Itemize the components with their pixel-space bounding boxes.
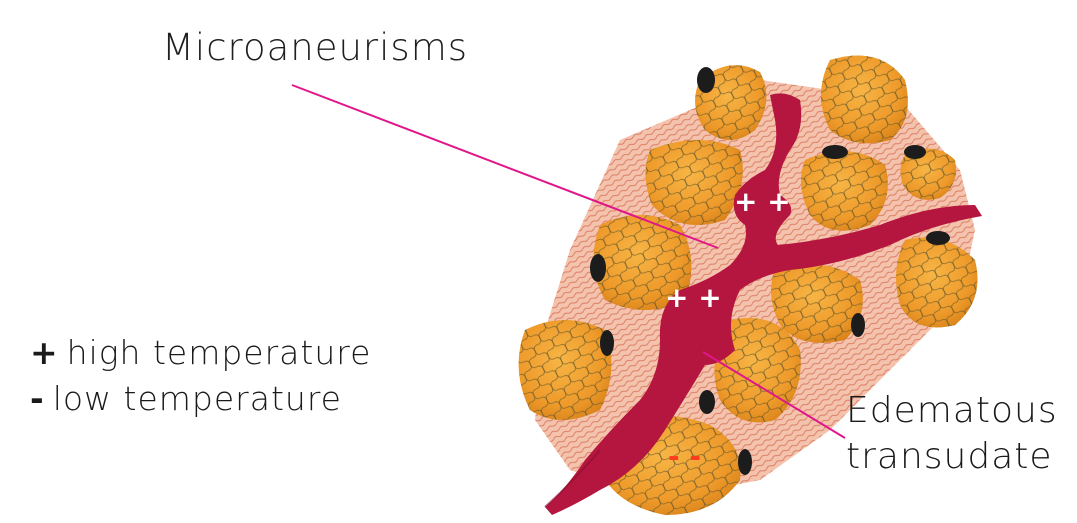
lower-minus-marks: - -: [668, 440, 701, 473]
cell: [695, 65, 766, 140]
nucleus: [699, 390, 715, 414]
legend-low-row: -low temperature: [30, 376, 371, 422]
legend-low-symbol: -: [30, 379, 45, 418]
cell: [519, 320, 614, 420]
legend-high-symbol: +: [30, 333, 59, 372]
cell: [645, 140, 742, 225]
nucleus: [926, 231, 950, 245]
microaneurisms-label: Microaneurisms: [162, 26, 468, 69]
edematous-transudate-label: Edematous transudate: [846, 388, 1058, 480]
middle-plus-marks: + +: [665, 281, 722, 314]
upper-plus-marks: + +: [734, 185, 791, 218]
nucleus: [600, 330, 614, 356]
nucleus: [738, 449, 752, 475]
cell: [900, 145, 956, 200]
cell: [821, 56, 908, 144]
legend-high-row: +high temperature: [30, 330, 371, 376]
edematous-line2: transudate: [846, 434, 1058, 480]
nucleus: [590, 254, 606, 282]
nucleus: [904, 145, 926, 159]
legend-high-text: high temperature: [67, 333, 372, 372]
nucleus: [697, 67, 715, 93]
legend-low-text: low temperature: [53, 379, 342, 418]
nucleus: [851, 313, 865, 337]
nucleus: [822, 145, 848, 159]
temperature-legend: +high temperature -low temperature: [30, 330, 371, 422]
edematous-line1: Edematous: [846, 388, 1058, 434]
